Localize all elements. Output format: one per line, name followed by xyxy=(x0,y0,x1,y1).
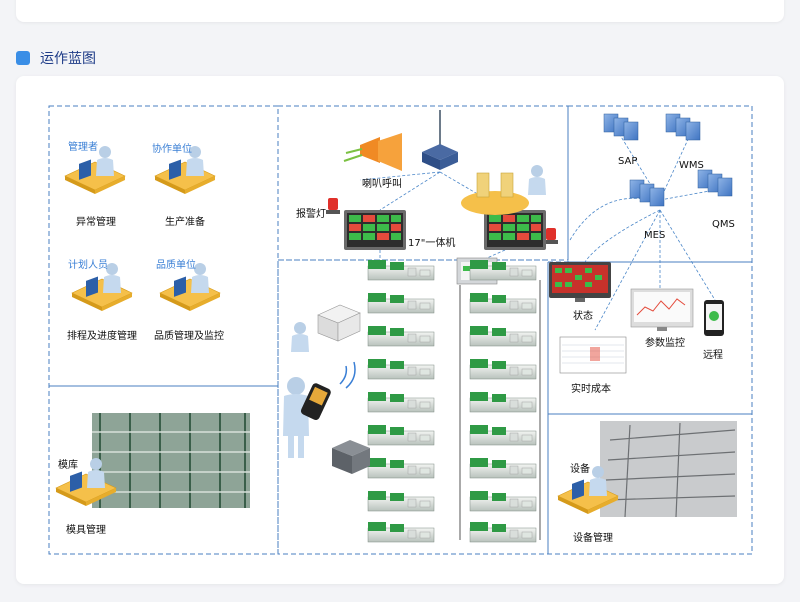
system-qms: QMS xyxy=(712,219,735,230)
func-scheduling: 排程及进度管理 xyxy=(67,331,137,342)
device-alarm-light: 报警灯 xyxy=(296,209,326,220)
section-header: 运作蓝图 xyxy=(16,48,96,68)
func-quality-monitor: 品质管理及监控 xyxy=(154,331,224,342)
system-mes: MES xyxy=(644,230,666,241)
output-status: 状态 xyxy=(573,311,593,322)
system-wms: WMS xyxy=(679,160,704,171)
output-remote: 远程 xyxy=(703,350,723,361)
output-param-monitor: 参数监控 xyxy=(645,338,685,349)
role-manager: 管理者 xyxy=(68,142,98,153)
func-equipment-mgmt: 设备管理 xyxy=(573,533,613,544)
role-mold-store: 模库 xyxy=(58,460,78,471)
func-exception: 异常管理 xyxy=(76,217,116,228)
func-mold-mgmt: 模具管理 xyxy=(66,525,106,536)
output-realtime-cost: 实时成本 xyxy=(571,384,611,395)
role-partner: 协作单位 xyxy=(152,144,192,155)
func-production-prep: 生产准备 xyxy=(165,217,205,228)
section-bullet-icon xyxy=(16,51,30,65)
top-card xyxy=(16,0,784,22)
device-terminal: 17"一体机 xyxy=(408,238,456,249)
role-planner: 计划人员 xyxy=(68,260,108,271)
role-quality: 品质单位 xyxy=(156,260,196,271)
section-title: 运作蓝图 xyxy=(40,51,96,67)
system-sap: SAP xyxy=(618,156,638,167)
role-equipment: 设备 xyxy=(570,464,590,475)
device-horn-call: 喇叭呼叫 xyxy=(362,179,402,190)
